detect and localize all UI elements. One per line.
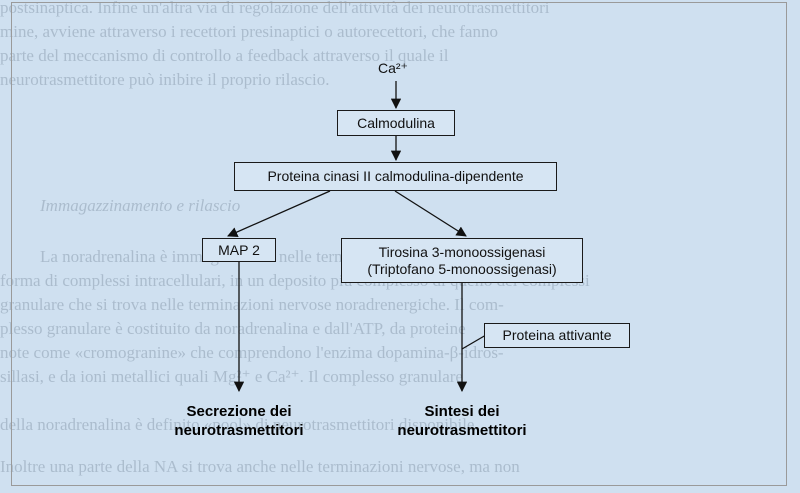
bg-heading: Immagazzinamento e rilascio — [40, 196, 241, 215]
synthesis-line2: neurotrasmettitori — [397, 422, 527, 439]
connector-activator — [461, 334, 487, 350]
map2-label: MAP 2 — [218, 241, 260, 258]
calmodulin-label: Calmodulina — [357, 114, 435, 131]
hydroxylase-box: Tirosina 3-monoossigenasi (Triptofano 5-… — [341, 238, 583, 283]
secretion-output: Secrezione dei neurotrasmettitori — [154, 402, 324, 440]
arrow-kinase-to-map2 — [227, 190, 331, 237]
arrow-kinase-to-hydroxylase — [394, 190, 467, 237]
synthesis-output: Sintesi dei neurotrasmettitori — [377, 402, 547, 440]
map2-box: MAP 2 — [202, 238, 276, 262]
bg-line: della noradrenalina è definito «pool» di… — [0, 415, 479, 434]
kinase-box: Proteina cinasi II calmodulina-dipendent… — [234, 162, 557, 191]
activator-label: Proteina attivante — [502, 327, 612, 343]
synthesis-line1: Sintesi dei — [424, 403, 500, 420]
bg-line: note come «cromogranine» che comprendono… — [0, 343, 504, 362]
bg-line: neurotrasmettitore può inibire il propri… — [0, 70, 330, 89]
bg-line: Inoltre una parte della NA si trova anch… — [0, 457, 520, 476]
hydroxylase-label-line1: Tirosina 3-monoossigenasi — [378, 243, 546, 260]
calmodulin-box: Calmodulina — [337, 110, 455, 136]
bg-line: parte del meccanismo di controllo a feed… — [0, 46, 449, 65]
bg-line: postsinaptica. Infine un'altra via di re… — [0, 0, 550, 17]
bg-line: sillasi, e da ioni metallici quali Mg²⁺ … — [0, 367, 463, 386]
kinase-label: Proteina cinasi II calmodulina-dipendent… — [267, 168, 524, 184]
bg-line: granulare che si trova nelle terminazion… — [0, 295, 504, 314]
bg-line: mine, avviene attraverso i recettori pre… — [0, 22, 498, 41]
figure-frame — [11, 2, 787, 486]
secretion-line1: Secrezione dei — [186, 403, 292, 420]
calcium-ion-label: Ca²⁺ — [378, 60, 408, 76]
hydroxylase-label-line2: (Triptofano 5-monoossigenasi) — [367, 260, 557, 277]
activator-box: Proteina attivante — [484, 323, 630, 348]
secretion-line2: neurotrasmettitori — [174, 422, 304, 439]
bg-line: plesso granulare è costituito da noradre… — [0, 319, 466, 338]
